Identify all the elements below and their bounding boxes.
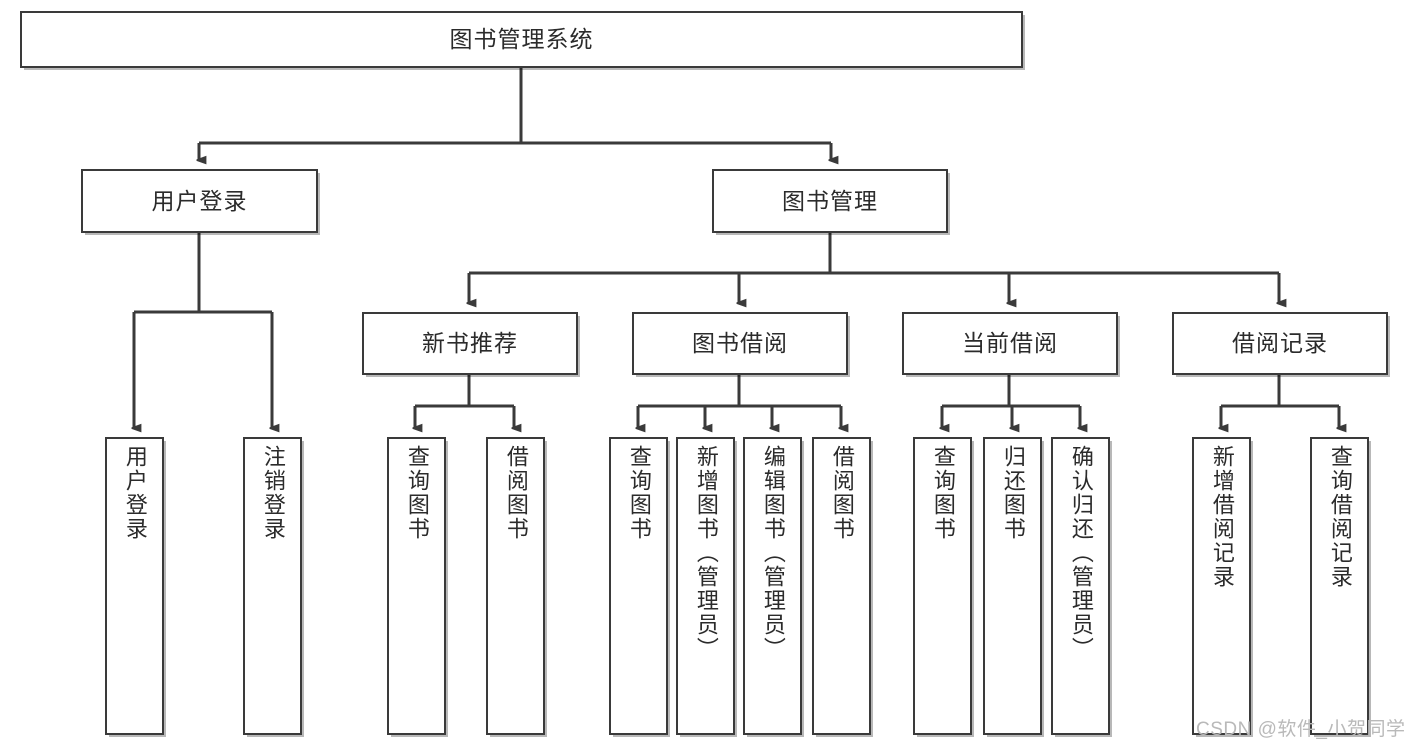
- node-borrow-record[interactable]: 借阅记录: [1172, 312, 1388, 375]
- node-label: 用户登录: [122, 445, 148, 541]
- node-label: 图书借阅: [692, 330, 788, 356]
- node-book-manage[interactable]: 图书管理: [712, 169, 948, 233]
- node-label: 查询图书: [404, 445, 430, 541]
- leaf-user-logout[interactable]: 注销登录: [243, 437, 302, 735]
- node-book-borrow[interactable]: 图书借阅: [632, 312, 848, 375]
- leaf-add-borrow-record[interactable]: 新增借阅记录: [1192, 437, 1251, 735]
- node-user-login[interactable]: 用户登录: [81, 169, 318, 233]
- leaf-user-login[interactable]: 用户登录: [105, 437, 164, 735]
- node-label: 图书管理系统: [449, 26, 594, 52]
- leaf-borrow-book-new-rec[interactable]: 借阅图书: [486, 437, 545, 735]
- node-label: 借阅图书: [829, 445, 855, 541]
- leaf-query-borrow-record[interactable]: 查询借阅记录: [1310, 437, 1369, 735]
- node-current-borrow[interactable]: 当前借阅: [902, 312, 1118, 375]
- leaf-query-book-new-rec[interactable]: 查询图书: [387, 437, 446, 735]
- node-label: 用户登录: [151, 187, 248, 214]
- csdn-watermark: CSDN @软件_小贺同学: [1196, 719, 1405, 740]
- node-label: 注销登录: [260, 445, 286, 541]
- leaf-query-book-borrow[interactable]: 查询图书: [609, 437, 668, 735]
- node-label: 图书管理: [782, 187, 878, 214]
- node-label: 借阅记录: [1232, 330, 1328, 356]
- leaf-confirm-return-admin[interactable]: 确认归还（管理员）: [1051, 437, 1110, 735]
- node-label: 确认归还（管理员）: [1068, 445, 1094, 661]
- node-label: 查询图书: [626, 445, 652, 541]
- node-label: 当前借阅: [962, 330, 1058, 356]
- node-new-book-rec[interactable]: 新书推荐: [362, 312, 578, 375]
- node-label: 新书推荐: [422, 330, 518, 356]
- node-label: 编辑图书（管理员）: [760, 445, 786, 661]
- leaf-borrow-book-borrow[interactable]: 借阅图书: [812, 437, 871, 735]
- leaf-add-book-admin[interactable]: 新增图书（管理员）: [676, 437, 735, 735]
- node-label: 新增借阅记录: [1209, 445, 1235, 589]
- leaf-return-book[interactable]: 归还图书: [983, 437, 1042, 735]
- leaf-edit-book-admin[interactable]: 编辑图书（管理员）: [743, 437, 802, 735]
- node-book-management-system[interactable]: 图书管理系统: [20, 11, 1023, 68]
- node-label: 查询图书: [930, 445, 956, 541]
- node-label: 归还图书: [1000, 445, 1026, 541]
- node-label: 查询借阅记录: [1327, 445, 1353, 589]
- node-label: 借阅图书: [503, 445, 529, 541]
- leaf-query-book-current[interactable]: 查询图书: [913, 437, 972, 735]
- node-label: 新增图书（管理员）: [693, 445, 719, 661]
